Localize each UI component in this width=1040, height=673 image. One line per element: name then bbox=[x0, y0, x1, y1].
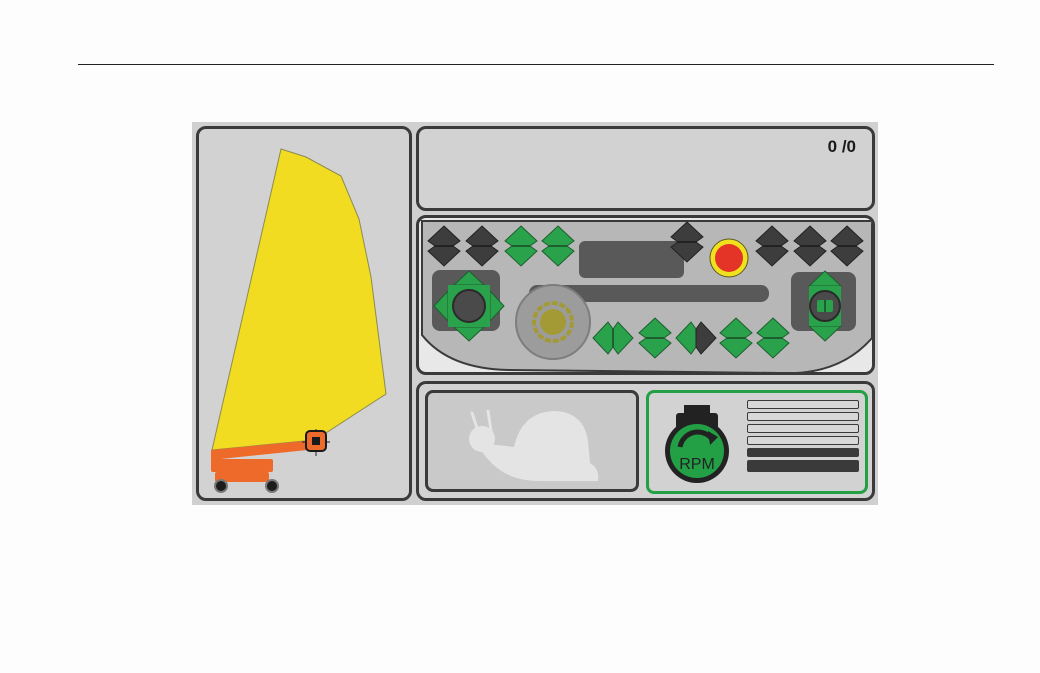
svg-text:RPM: RPM bbox=[679, 456, 715, 473]
function-button-10[interactable] bbox=[638, 317, 672, 359]
function-button-11[interactable] bbox=[675, 321, 717, 355]
function-button-1[interactable] bbox=[427, 225, 461, 267]
function-button-5[interactable] bbox=[670, 221, 704, 263]
joystick-icon bbox=[803, 269, 847, 343]
up-down-arrow-icon bbox=[756, 317, 790, 359]
up-down-arrow-icon bbox=[670, 221, 704, 263]
rpm-level-bar bbox=[747, 436, 859, 445]
rpm-button[interactable]: RPM bbox=[660, 403, 734, 485]
up-down-arrow-icon bbox=[755, 225, 789, 267]
emergency-stop-button[interactable] bbox=[708, 237, 750, 279]
up-down-arrow-icon bbox=[830, 225, 864, 267]
rpm-level-bar bbox=[747, 460, 859, 472]
function-button-7[interactable] bbox=[793, 225, 827, 267]
joystick-icon bbox=[432, 269, 506, 343]
up-down-arrow-icon bbox=[638, 317, 672, 359]
left-joystick[interactable] bbox=[432, 269, 506, 343]
rpm-level-bar bbox=[747, 448, 859, 457]
engine-rpm-panel: RPM bbox=[646, 390, 868, 494]
right-joystick[interactable] bbox=[803, 269, 847, 343]
left-right-arrow-icon bbox=[592, 321, 634, 355]
speed-dial[interactable] bbox=[532, 301, 574, 343]
function-button-9[interactable] bbox=[592, 321, 634, 355]
envelope-area bbox=[212, 149, 386, 450]
rpm-level-bar bbox=[747, 424, 859, 433]
header-divider bbox=[78, 64, 994, 65]
up-down-arrow-icon bbox=[541, 225, 575, 267]
display-slot bbox=[579, 241, 684, 278]
function-button-13[interactable] bbox=[756, 317, 790, 359]
rpm-level-bar bbox=[747, 400, 859, 409]
slow-speed-button[interactable] bbox=[425, 390, 639, 492]
function-button-6[interactable] bbox=[755, 225, 789, 267]
up-down-arrow-icon bbox=[719, 317, 753, 359]
emergency-stop-icon bbox=[708, 237, 750, 279]
up-down-arrow-icon bbox=[427, 225, 461, 267]
function-button-8[interactable] bbox=[830, 225, 864, 267]
function-button-2[interactable] bbox=[465, 225, 499, 267]
controls-panel bbox=[416, 215, 875, 375]
rpm-level-bar bbox=[747, 412, 859, 421]
dial-icon bbox=[532, 301, 574, 343]
function-button-4[interactable] bbox=[541, 225, 575, 267]
function-button-12[interactable] bbox=[719, 317, 753, 359]
up-down-arrow-icon bbox=[465, 225, 499, 267]
working-envelope-diagram bbox=[199, 129, 409, 498]
rpm-level-bars bbox=[747, 400, 859, 475]
working-envelope-panel bbox=[196, 126, 412, 501]
cycle-counter: 0 /0 bbox=[828, 137, 856, 157]
up-down-arrow-icon bbox=[504, 225, 538, 267]
info-panel: 0 /0 bbox=[416, 126, 875, 211]
up-down-arrow-icon bbox=[793, 225, 827, 267]
function-button-3[interactable] bbox=[504, 225, 538, 267]
rpm-icon: RPM bbox=[660, 403, 734, 485]
operator-display: 0 /0 bbox=[192, 122, 878, 505]
left-right-arrow-icon bbox=[675, 321, 717, 355]
snail-icon bbox=[428, 393, 636, 489]
bottom-panel: RPM bbox=[416, 381, 875, 501]
